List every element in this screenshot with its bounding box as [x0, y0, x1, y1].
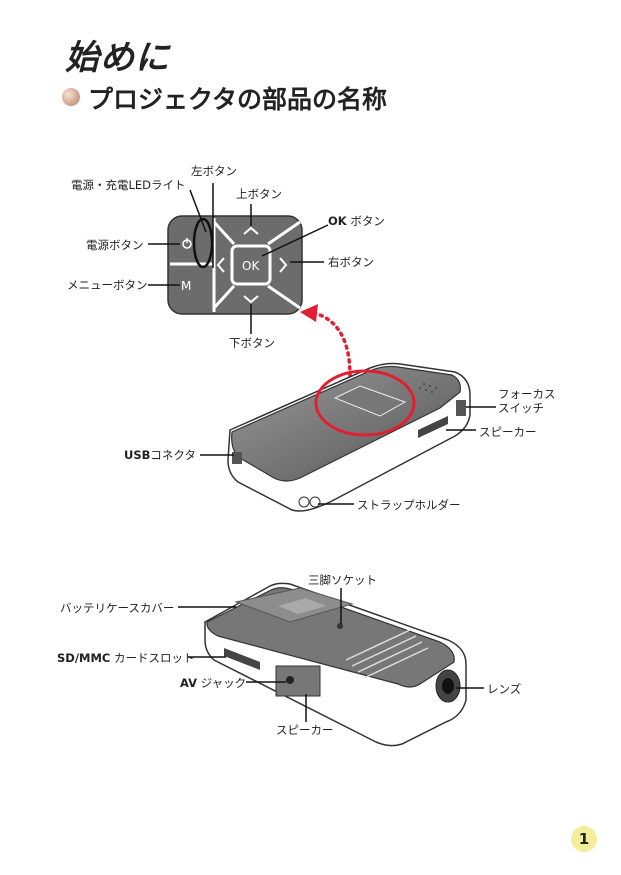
- label-menu-button: メニューボタン: [67, 277, 148, 293]
- label-strap-holder: ストラップホルダー: [357, 497, 461, 513]
- label-left-button: 左ボタン: [191, 163, 237, 179]
- label-ok-button: OK ボタン: [328, 213, 385, 229]
- menu-key-label: M: [181, 279, 191, 293]
- label-battery-cover: バッテリケースカバー: [60, 600, 174, 616]
- projector-top-view: [200, 364, 496, 512]
- label-focus-switch-2: スイッチ: [498, 400, 544, 416]
- label-lens: レンズ: [487, 681, 521, 697]
- page-number: 1: [571, 826, 597, 852]
- label-power-led: 電源・充電LEDライト: [71, 177, 186, 193]
- label-up-button: 上ボタン: [236, 186, 282, 202]
- label-right-button: 右ボタン: [328, 254, 374, 270]
- label-av-jack: AV ジャック: [180, 675, 246, 691]
- label-power-button: 電源ボタン: [86, 237, 144, 253]
- ok-key-label: OK: [242, 259, 259, 273]
- label-tripod-socket: 三脚ソケット: [308, 572, 377, 588]
- label-sd-slot: SD/MMC カードスロット: [57, 650, 195, 666]
- label-usb-connector: USBコネクタ: [124, 447, 196, 463]
- label-speaker-bottom: スピーカー: [276, 722, 334, 738]
- label-down-button: 下ボタン: [229, 335, 275, 351]
- label-speaker-top: スピーカー: [479, 424, 537, 440]
